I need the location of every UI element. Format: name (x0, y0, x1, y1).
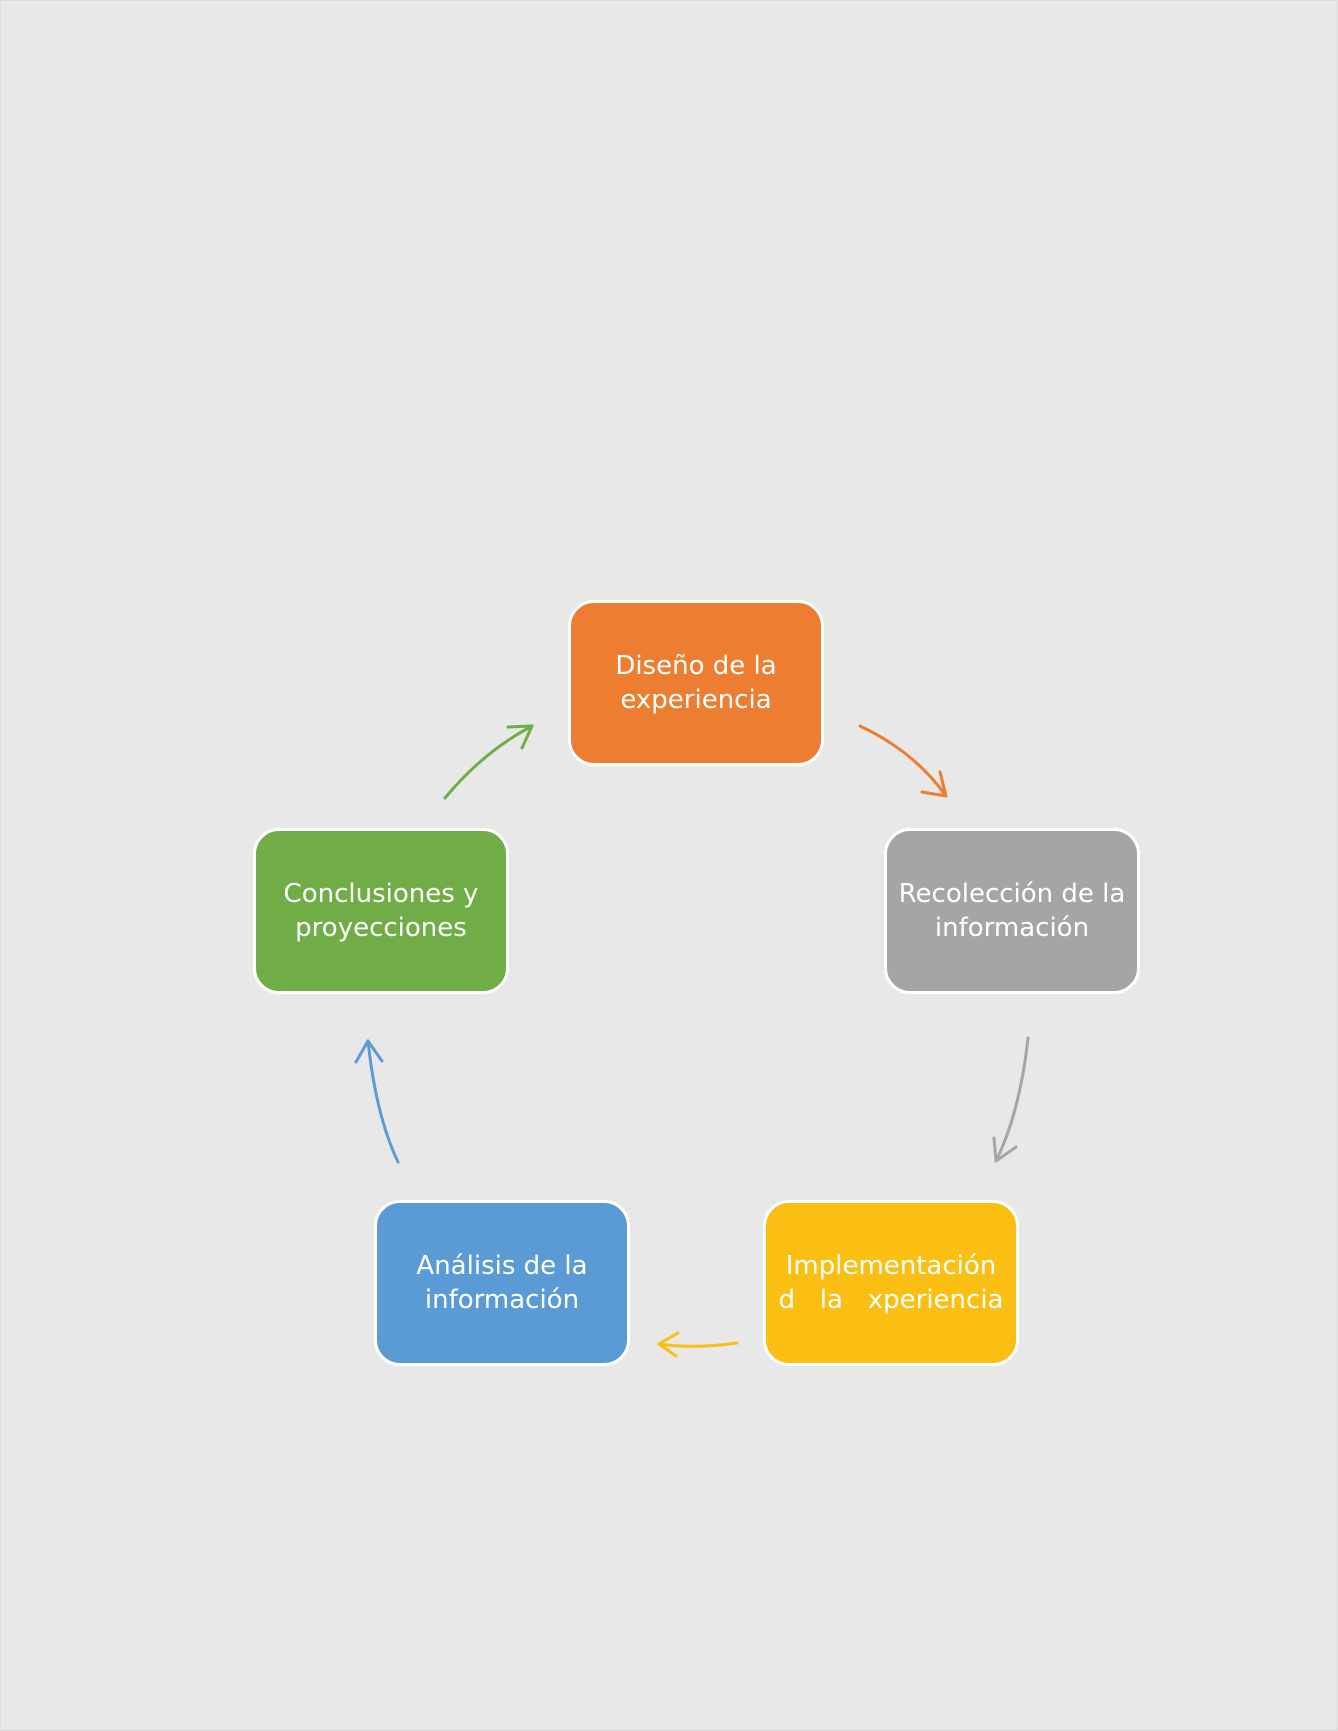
arrow-implementacion-to-analisis (657, 1331, 739, 1358)
node-label-line: d la xperiencia (778, 1285, 1004, 1315)
node-label-line: proyecciones (295, 913, 467, 943)
arrow-recoleccion-to-implementacion (992, 1036, 1030, 1163)
node-label-line: información (934, 913, 1090, 943)
node-implementacion-experiencia: Implementación d la xperiencia (763, 1200, 1019, 1366)
node-label-line: información (424, 1285, 580, 1315)
node-label-line: Conclusiones y (283, 879, 479, 909)
node-diseno-experiencia: Diseño de la experiencia (568, 600, 824, 766)
node-label-line: Análisis de la (416, 1251, 588, 1281)
node-label-line: Diseño de la (615, 651, 777, 681)
node-conclusiones-proyecciones: Conclusiones y proyecciones (253, 828, 509, 994)
node-analisis-informacion: Análisis de la información (374, 1200, 630, 1366)
node-label-line: Recolección de la (898, 879, 1126, 909)
arrow-analisis-to-conclusiones (354, 1039, 400, 1164)
node-label-line: Implementación (785, 1251, 997, 1281)
node-recoleccion-informacion: Recolección de la información (884, 828, 1140, 994)
arrow-diseno-to-recoleccion (858, 724, 948, 798)
node-label-line: experiencia (620, 685, 772, 715)
arrow-conclusiones-to-diseno (443, 724, 534, 800)
